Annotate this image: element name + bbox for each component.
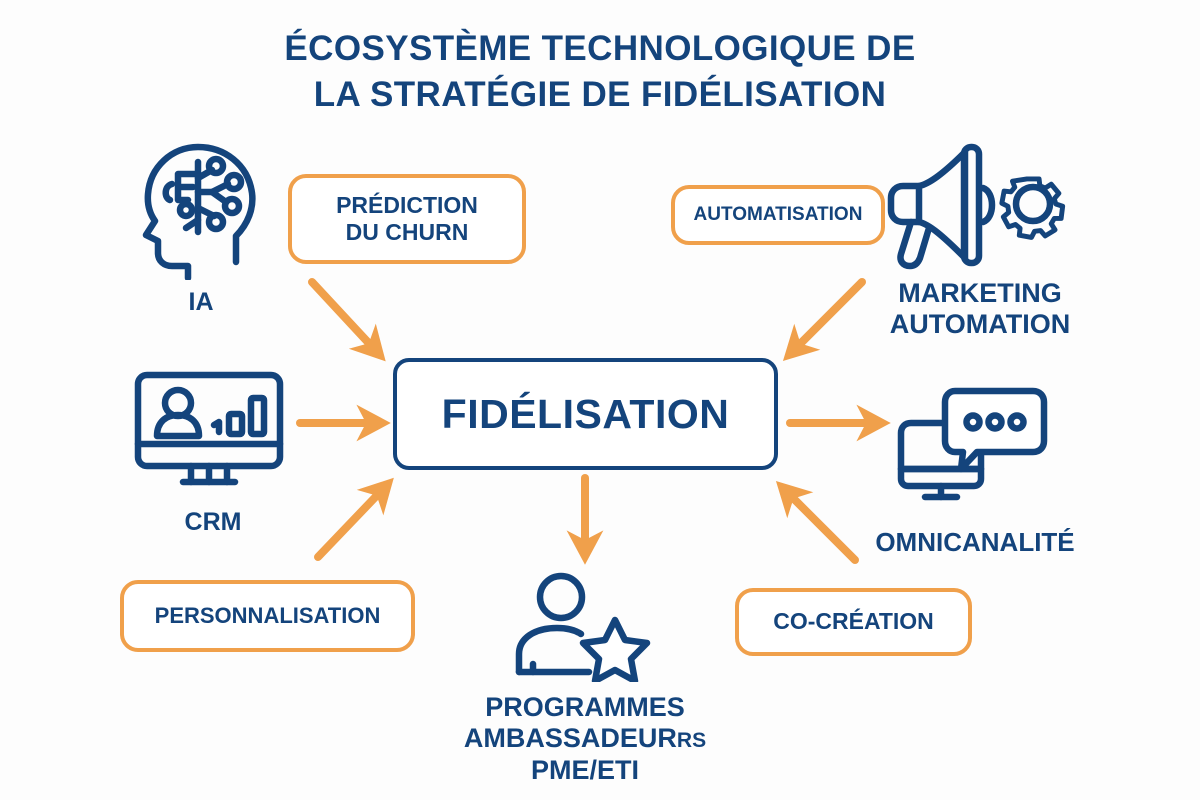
node-label-marketing-automation: MARKETING AUTOMATION [855,278,1105,341]
pill-personnalisation-label: PERSONNALISATION [154,603,381,629]
node-label-omnicanalite: OMNICANALITÉ [840,527,1110,557]
page-title: ÉCOSYSTÈME TECHNOLOGIQUE DE LA STRATÉGIE… [0,26,1200,118]
pill-prediction-text: PRÉDICTION DU CHURN [336,192,478,246]
node-label-ia-text: IA [188,288,214,316]
page-title-line-2: LA STRATÉGIE DE FIDÉLISATION [313,75,887,115]
monitor-user-chart-icon [133,370,293,495]
node-label-crm-text: CRM [184,508,242,536]
pill-prediction-du-churn[interactable]: PRÉDICTION DU CHURN [288,174,526,264]
center-node-fidelisation[interactable]: FIDÉLISATION [393,358,778,470]
monitor-chat-bubble-icon [895,385,1050,510]
node-label-marketing-line-2: AUTOMATION [889,309,1071,340]
node-label-ambassadeurs: PROGRAMMES AMBASSADEURRS PME/ETI [415,692,755,786]
node-label-ambassadeurs-line-2a: AMBASSADEUR [463,723,677,754]
brain-head-icon [136,140,266,280]
node-label-omnicanalite-text: OMNICANALITÉ [875,527,1075,557]
node-label-ambassadeurs-line-1: PROGRAMMES [485,692,685,722]
node-label-ia: IA [126,288,276,317]
page-title-line-1: ÉCOSYSTÈME TECHNOLOGIQUE DE [284,29,916,68]
megaphone-gear-icon [885,142,1075,272]
pill-prediction-line-1: PRÉDICTION [336,191,478,218]
person-star-icon [505,572,665,682]
node-label-marketing-line-1: MARKETING [898,278,1062,308]
pill-automatisation-label: AUTOMATISATION [693,203,863,225]
pill-cocreation-label: CO-CRÉATION [773,608,934,635]
arrow-marketing-to-center [782,278,866,362]
arrow-ia-to-center [308,278,386,362]
pill-personnalisation[interactable]: PERSONNALISATION [120,580,415,652]
node-label-crm: CRM [128,508,298,537]
pill-cocreation[interactable]: CO-CRÉATION [735,588,972,656]
arrow-personnalisation-to-center [314,477,394,561]
node-label-ambassadeurs-line-2b: RS [676,729,707,753]
pill-prediction-line-2: DU CHURN [345,219,469,245]
pill-automatisation[interactable]: AUTOMATISATION [671,185,885,245]
node-label-ambassadeurs-line-3: PME/ETI [530,754,639,785]
center-node-label: FIDÉLISATION [441,390,730,437]
